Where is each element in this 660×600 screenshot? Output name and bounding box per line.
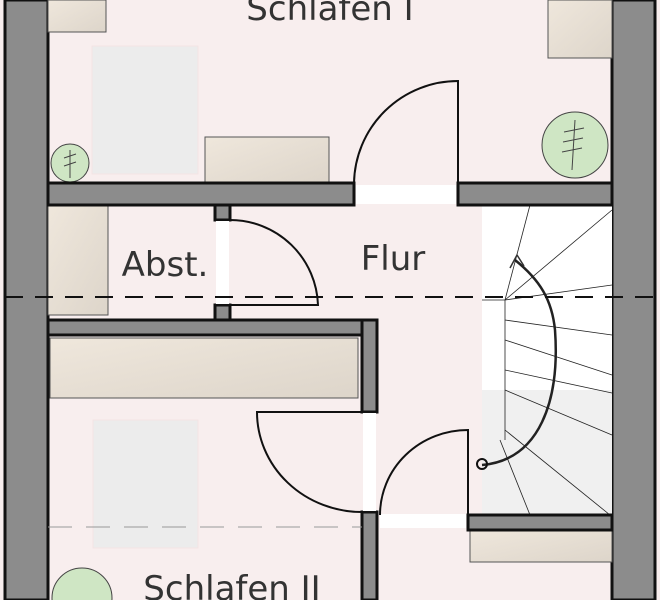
dresser — [204, 136, 330, 184]
staircase — [476, 204, 613, 516]
room-label-abst: Abst. — [122, 245, 209, 285]
wardrobe — [47, 0, 107, 33]
doors — [229, 79, 469, 516]
wardrobe — [547, 0, 613, 59]
shelf — [47, 204, 109, 316]
plant-icon — [51, 567, 113, 600]
outer-wall-left — [3, 0, 50, 600]
bed — [92, 419, 199, 549]
room-label-schlafen-2: Schlafen II — [143, 569, 320, 600]
stair-direction-arrow — [481, 259, 557, 467]
cabinet — [469, 529, 613, 563]
outer-wall-right — [610, 0, 657, 600]
room-label-flur: Flur — [361, 239, 426, 279]
door-schlafen-2[interactable] — [255, 411, 363, 513]
arrow-head-icon — [509, 253, 525, 269]
wardrobe — [49, 337, 359, 399]
plant-icon — [541, 111, 609, 179]
door-abst[interactable] — [229, 219, 320, 306]
bed — [91, 45, 199, 175]
room-label-schlafen-1: Schlafen I — [246, 0, 413, 29]
stair-start-marker — [476, 458, 488, 470]
door-bath[interactable] — [379, 428, 469, 516]
door-schlafen-1[interactable] — [353, 79, 459, 184]
interior-walls — [46, 181, 614, 600]
